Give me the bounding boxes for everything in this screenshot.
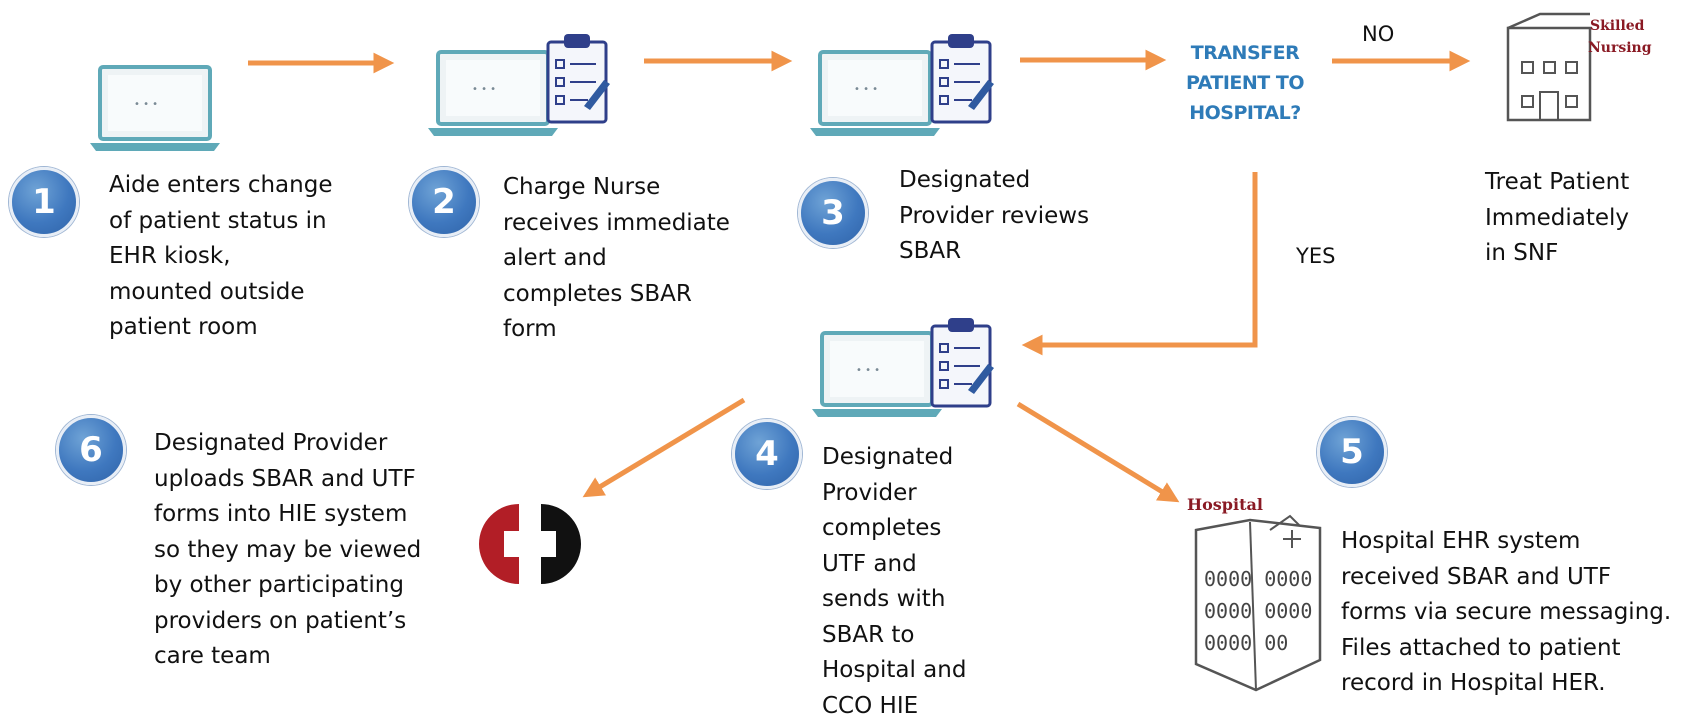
laptop-icon-3 <box>808 50 942 138</box>
step-3-badge: 3 <box>798 178 868 248</box>
decision-no-label: NO <box>1362 22 1395 46</box>
clipboard-icon-3 <box>930 32 996 124</box>
decision-question: TRANSFER PATIENT TO HOSPITAL? <box>1185 42 1305 124</box>
skilled-nursing-building-icon: Skilled Nursing <box>1506 12 1652 122</box>
arrow-yes <box>1021 172 1258 356</box>
clipboard-icon-2 <box>546 32 612 124</box>
decision-yes-label: YES <box>1296 244 1336 268</box>
arrow-4-to-5 <box>1016 401 1180 503</box>
step-4-badge: 4 <box>732 419 802 489</box>
step-2-text: Charge Nurse receives immediate alert an… <box>503 174 730 342</box>
snf-outcome-text: Treat Patient Immediately in SNF <box>1485 169 1630 266</box>
step-5-text: Hospital EHR system received SBAR and UT… <box>1341 528 1672 696</box>
step-1-text: Aide enters change of patient status in … <box>109 172 333 340</box>
clipboard-icon-4 <box>930 316 996 408</box>
arrow-4-to-6 <box>582 397 746 498</box>
hospital-window-glyphs: 0000 00 <box>1204 631 1288 655</box>
hospital-window-glyphs: 0000 0000 <box>1204 599 1312 623</box>
hospital-sign: Hospital <box>1187 495 1263 514</box>
step-6-text: Designated Provider uploads SBAR and UTF… <box>154 430 422 669</box>
step-1-badge: 1 <box>9 167 79 237</box>
step-3-text: Designated Provider reviews SBAR <box>899 167 1090 264</box>
laptop-icon-1 <box>88 65 222 153</box>
step-2-badge: 2 <box>409 167 479 237</box>
hie-logo-icon <box>479 504 581 584</box>
laptop-icon-4 <box>810 331 944 419</box>
step-6-badge: 6 <box>56 415 126 485</box>
skilled-sign-line1: Skilled <box>1590 18 1645 34</box>
hospital-window-glyphs: 0000 0000 <box>1204 567 1312 591</box>
laptop-icon-2 <box>426 50 560 138</box>
step-4-text: Designated Provider completes UTF and se… <box>822 444 967 719</box>
hospital-building-icon: Hospital 0000 0000 0000 0000 0000 00 <box>1187 495 1322 692</box>
step-5-badge: 5 <box>1317 417 1387 487</box>
skilled-sign-line2: Nursing <box>1588 40 1652 56</box>
